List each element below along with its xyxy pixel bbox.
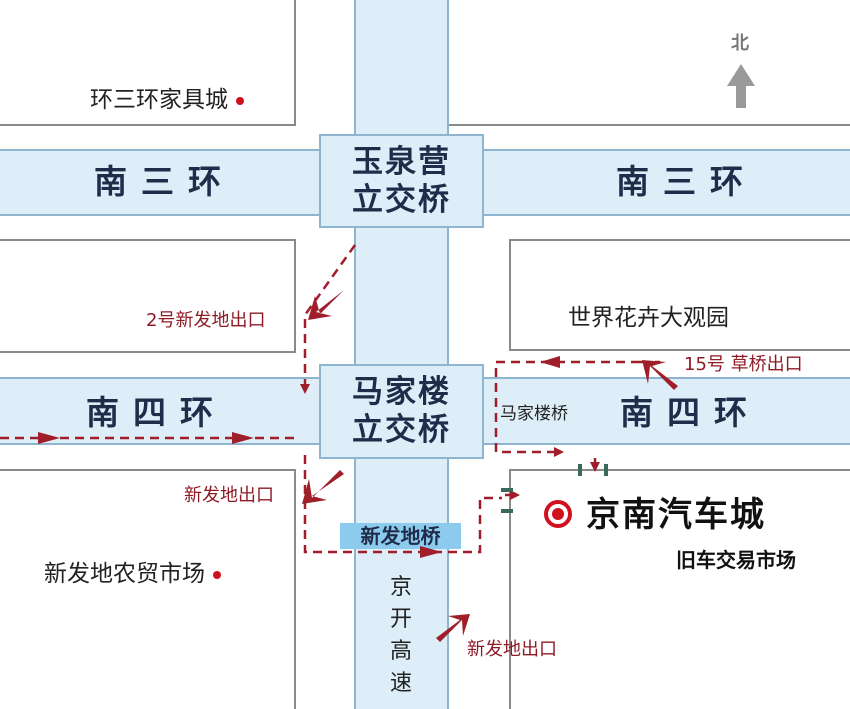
road-label-jingkai-expressway: 京开高速	[389, 575, 412, 696]
arrow-exit-xinfadi-bottom	[436, 614, 470, 642]
route-loop-majialou-small	[494, 360, 640, 457]
arrow-exit-15	[642, 360, 678, 390]
block-bottom-right	[509, 469, 850, 709]
bridge-label-yuquanying: 玉泉营 立交桥	[320, 144, 483, 220]
place-huansanhuan-furniture-label: 环三环家具城	[90, 87, 228, 113]
bridge-label-majialou: 马家楼 立交桥	[320, 374, 483, 450]
exit-label-15: 15号 草桥出口	[684, 354, 803, 375]
block-bottom-left	[0, 469, 296, 709]
block-mid-left	[0, 239, 296, 353]
location-dot-icon	[236, 96, 244, 105]
destination-subtitle: 旧车交易市场	[676, 548, 796, 572]
destination-marker-icon	[544, 500, 572, 528]
entry-mark-3	[501, 488, 513, 492]
compass-arrow	[727, 64, 755, 108]
place-xinfadi-market-label: 新发地农贸市场	[44, 561, 205, 587]
route-head-westbound-2	[232, 432, 254, 444]
place-huansanhuan-furniture: 环三环家具城	[90, 89, 244, 112]
north-arrow-icon	[727, 64, 755, 108]
arrow-exit-2	[308, 286, 348, 320]
route-yuquanying-to-majialou	[300, 244, 357, 394]
exit-label-xinfadi-bottom: 新发地出口	[467, 639, 557, 660]
destination-marker-core	[552, 508, 564, 520]
block-top-right	[447, 0, 850, 126]
block-mid-right	[509, 239, 850, 351]
destination-name: 京南汽车城	[586, 495, 766, 535]
bridge-label-yuquanying-line2: 立交桥	[352, 181, 451, 218]
bridge-label-majialou-line2: 立交桥	[352, 411, 451, 448]
exit-label-xinfadi-left: 新发地出口	[184, 485, 274, 506]
route-majialou-to-xinfadi	[303, 455, 502, 554]
entry-mark-4	[501, 509, 513, 513]
route-head-xinfadi	[420, 546, 442, 558]
bridge-label-xinfadi: 新发地桥	[360, 524, 441, 548]
place-xinfadi-market: 新发地农贸市场	[44, 563, 221, 586]
road-label-south-fourth-ring-left: 南四环	[86, 393, 227, 432]
compass-label: 北	[731, 33, 749, 54]
bridge-label-majialou-small: 马家楼桥	[500, 404, 568, 424]
location-dot-icon	[213, 570, 221, 579]
road-label-south-fourth-ring-right: 南四环	[620, 393, 761, 432]
bridge-box-yuquanying	[319, 134, 484, 228]
route-head-loop-top	[540, 356, 560, 368]
place-world-flower-garden: 世界花卉大观园	[568, 305, 729, 331]
arrow-exit-xinfadi-left	[302, 470, 344, 504]
exit-label-2: 2号新发地出口	[146, 310, 266, 331]
entry-mark-2	[604, 464, 608, 476]
block-top-left	[0, 0, 296, 126]
route-heads	[38, 356, 560, 558]
route-head-westbound-1	[38, 432, 60, 444]
bridge-label-yuquanying-line1: 玉泉营	[352, 144, 451, 180]
road-label-south-third-ring-left: 南三环	[94, 162, 235, 201]
bridge-box-majialou	[319, 364, 484, 459]
road-jingkai-vertical	[354, 0, 449, 709]
entry-marks	[501, 464, 608, 513]
bridge-label-majialou-line1: 马家楼	[352, 374, 451, 410]
road-label-south-third-ring-right: 南三环	[616, 162, 757, 201]
entry-mark-1	[578, 464, 582, 476]
big-arrows	[302, 286, 678, 642]
xinfadi-bridge-tag	[340, 523, 461, 549]
